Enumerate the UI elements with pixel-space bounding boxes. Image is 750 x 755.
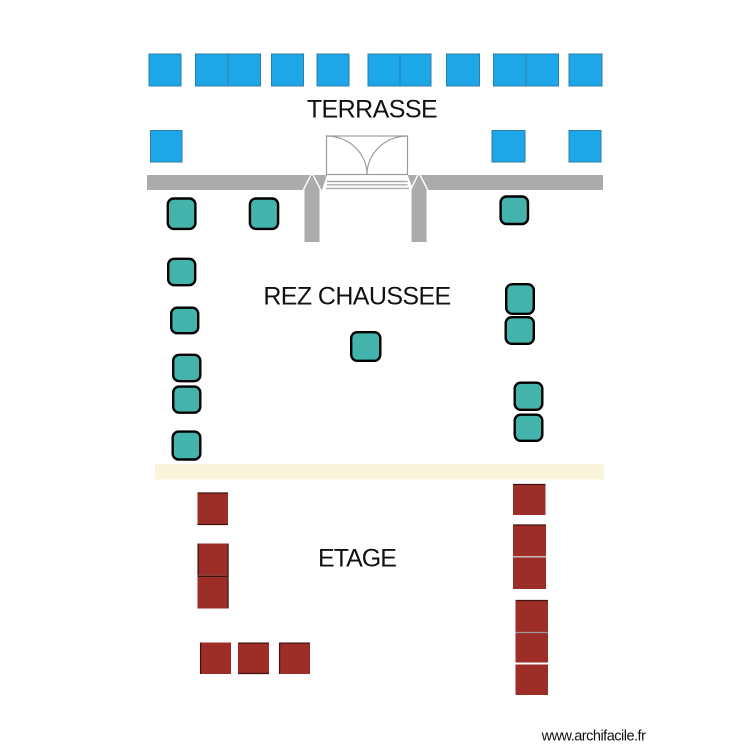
svg-text:REZ CHAUSSEE: REZ CHAUSSEE — [263, 283, 450, 311]
svg-text:ETAGE: ETAGE — [318, 545, 396, 573]
svg-text:www.archifacile.fr: www.archifacile.fr — [541, 729, 646, 745]
svg-text:TERRASSE: TERRASSE — [307, 96, 437, 124]
